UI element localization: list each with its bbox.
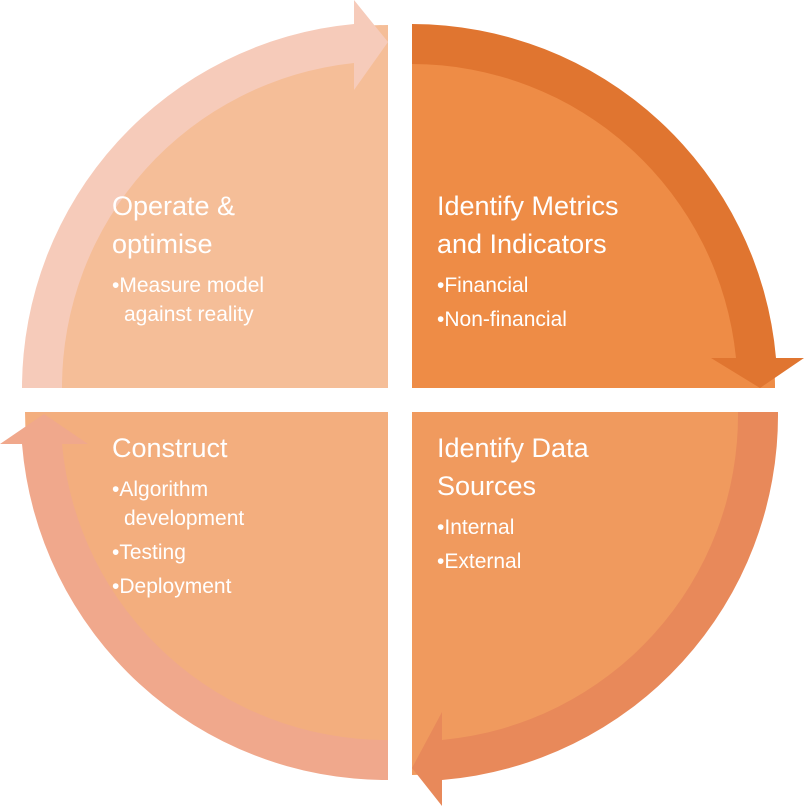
cycle-arrow-bottom-right	[412, 412, 779, 806]
list-item: Algorithm development	[112, 475, 294, 533]
quadrant-operate-title: Operate & optimise	[112, 187, 382, 263]
quadrant-operate-text: Operate & optimise Measure model against…	[112, 187, 382, 334]
quadrant-construct-text: Construct Algorithm development Testing …	[112, 429, 382, 606]
list-item: Internal	[437, 513, 737, 542]
quadrant-metrics-title: Identify Metrics and Indicators	[437, 187, 757, 263]
list-item: Testing	[112, 538, 382, 567]
quadrant-sources	[412, 412, 775, 775]
list-item: Non-financial	[437, 305, 757, 334]
title-line: Construct	[112, 433, 228, 463]
quadrant-construct-title: Construct	[112, 429, 382, 467]
title-line: Sources	[437, 471, 537, 501]
quadrant-metrics-text: Identify Metrics and Indicators Financia…	[437, 187, 757, 339]
quadrant-operate-list: Measure model against reality	[112, 271, 382, 329]
title-line: and Indicators	[437, 229, 607, 259]
title-line: optimise	[112, 229, 213, 259]
list-item: Financial	[437, 271, 757, 300]
list-item: External	[437, 547, 737, 576]
title-line: Identify Data	[437, 433, 589, 463]
list-item: Deployment	[112, 572, 382, 601]
list-item: Measure model against reality	[112, 271, 324, 329]
vertical-divider	[388, 0, 412, 806]
title-line: Identify Metrics	[437, 191, 619, 221]
quadrant-sources-text: Identify Data Sources Internal External	[437, 429, 737, 581]
cycle-arrow-top-right	[412, 24, 804, 388]
title-line: Operate &	[112, 191, 236, 221]
cycle-arrow-bottom-left	[0, 414, 388, 781]
cycle-arrow-top-left	[22, 0, 388, 388]
quadrant-sources-list: Internal External	[437, 513, 737, 576]
quadrant-construct-list: Algorithm development Testing Deployment	[112, 475, 382, 601]
quadrant-metrics-list: Financial Non-financial	[437, 271, 757, 334]
quadrant-sources-title: Identify Data Sources	[437, 429, 737, 505]
